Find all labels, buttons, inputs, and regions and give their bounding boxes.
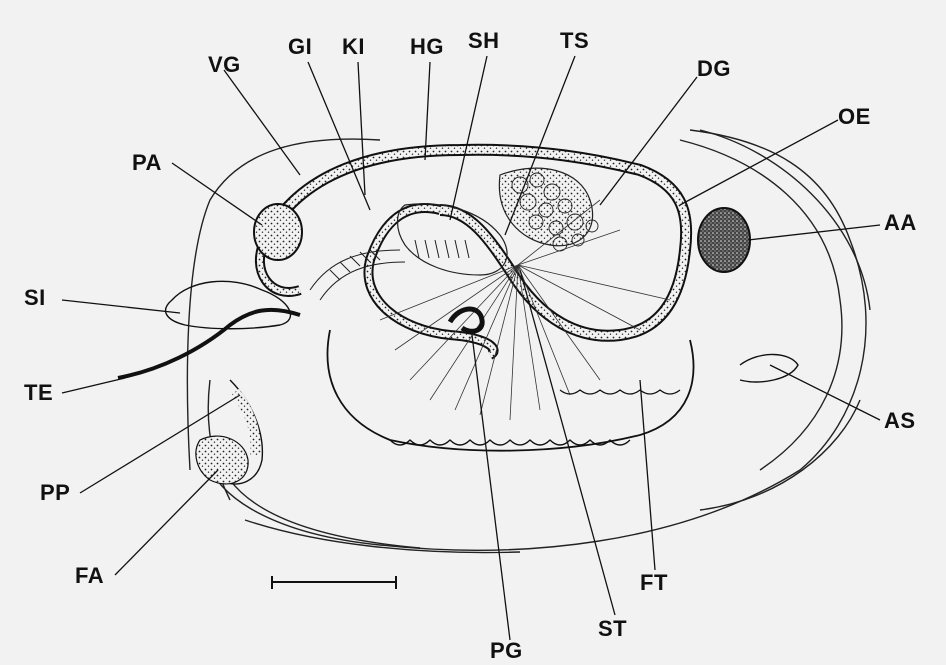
foot-edge (560, 390, 680, 394)
label-as: AS (884, 410, 916, 432)
label-dg: DG (697, 58, 731, 80)
label-ki: KI (342, 36, 365, 58)
label-aa: AA (884, 212, 917, 234)
tentacle (118, 310, 300, 378)
label-hg: HG (410, 36, 444, 58)
label-si: SI (24, 287, 46, 309)
label-pg: PG (490, 640, 523, 662)
foot-attachment (196, 436, 248, 484)
label-oe: OE (838, 106, 871, 128)
label-vg: VG (208, 54, 241, 76)
label-pp: PP (40, 482, 70, 504)
scale-bar (272, 576, 396, 589)
label-ts: TS (560, 30, 589, 52)
posterior-adductor (254, 204, 302, 260)
anterior-adductor (698, 208, 750, 272)
label-gi: GI (288, 36, 312, 58)
label-sh: SH (468, 30, 500, 52)
label-ft: FT (640, 572, 668, 594)
intestine-tube (260, 150, 686, 355)
label-pa: PA (132, 152, 162, 174)
label-st: ST (598, 618, 627, 640)
label-te: TE (24, 382, 53, 404)
label-fa: FA (75, 565, 104, 587)
anterior-structure (740, 354, 798, 381)
